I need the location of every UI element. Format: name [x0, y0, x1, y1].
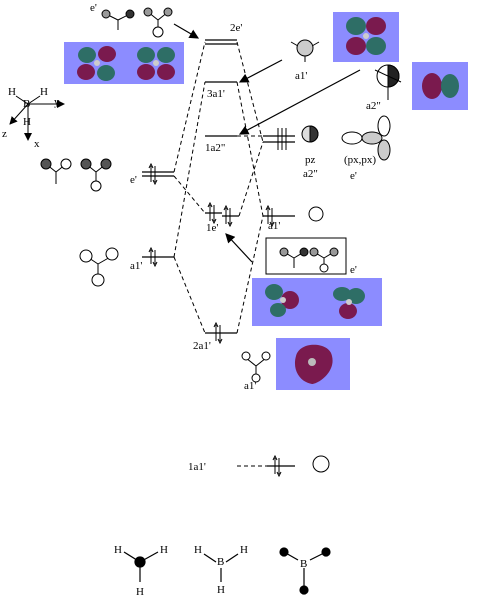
e-prime-orbital-sketch-2: [143, 7, 173, 38]
h3-h-1: H: [114, 544, 122, 556]
pointer-arrows: [173, 23, 361, 263]
lobes-a1-low: [294, 344, 333, 384]
mo-label-2a1: 2a1': [193, 340, 211, 352]
lobes-2e-1: [77, 46, 116, 81]
boxed-e-prime-sketch-1: [279, 247, 309, 268]
mo-label-2e: 2e': [230, 22, 243, 34]
axis-label-x: x: [34, 138, 40, 150]
axis-label-y: y: [54, 96, 60, 108]
mo-label-3a1: 3a1': [207, 88, 225, 100]
h3-h-2: H: [160, 544, 168, 556]
axis-center-atom: B: [23, 98, 31, 110]
axis-h-1: H: [8, 86, 16, 98]
bh3-h-3: H: [217, 584, 225, 596]
lobes-e-1: [265, 284, 299, 317]
mo-render-panels: [64, 12, 468, 390]
coordinate-axes: [9, 95, 65, 141]
lobes-e-2: [333, 287, 365, 319]
right-label-e: e': [350, 170, 357, 182]
left-label-e: e': [130, 174, 137, 186]
s-orbital-sketch-top: [290, 39, 320, 62]
axis-h-3: H: [23, 116, 31, 128]
bottom-molecules: [123, 547, 331, 595]
lobes-top-right: [346, 17, 386, 55]
e-prime-fragment-sketch-1: [40, 158, 72, 184]
px-orbital-sketch: [341, 115, 391, 161]
bh-bond-2: [27, 95, 41, 105]
s-core-orbital-sketch: [312, 455, 330, 473]
right-label-a1-top: a1': [295, 70, 308, 82]
h3-molecule: [123, 551, 159, 582]
right-label-a1-low: a1': [244, 380, 257, 392]
left-label-a1: a1': [130, 260, 143, 272]
axis-h-2: H: [40, 86, 48, 98]
s-orbital-sketch: [308, 206, 324, 222]
correlation-lines: [173, 41, 267, 467]
right-label-pz: pz: [305, 154, 316, 166]
h3-h-3: H: [136, 586, 144, 598]
left-fragment-sketches: [40, 7, 173, 287]
bh-bond-1: [15, 95, 29, 105]
e-prime-orbital-sketch-1: [101, 9, 135, 30]
a1-prime-sketch-low: [241, 351, 271, 383]
mo-levels: [142, 39, 295, 467]
mo-label-1a1: 1a1': [188, 461, 206, 473]
axis-label-z: z: [2, 128, 7, 140]
mo-label-1e: 1e': [206, 222, 219, 234]
p-orbital-sketch-top: [374, 64, 402, 100]
mo-label-1a2: 1a2": [205, 142, 226, 154]
bh3-b: B: [217, 556, 225, 568]
electron-arrows: [148, 128, 287, 478]
bh3-h-1: H: [194, 544, 202, 556]
bh3-h-2: H: [240, 544, 248, 556]
b-skeleton-molecule: [279, 547, 331, 595]
lobes-2e-2: [137, 47, 175, 80]
left-label-e-top: e': [90, 2, 97, 14]
right-label-a2-top: a2": [366, 100, 381, 112]
right-label-e-box: e': [350, 264, 357, 276]
lobes-a2: [422, 73, 459, 99]
skeleton-b: B: [300, 558, 308, 570]
right-label-a1: a1': [268, 220, 281, 232]
bh3-molecule: [203, 553, 239, 582]
z-axis-arrow: [9, 103, 29, 125]
right-label-pxpy: (px,px): [344, 154, 377, 166]
e-prime-fragment-sketch-2: [80, 158, 112, 192]
boxed-e-prime-sketch-2: [309, 247, 339, 273]
right-label-a2: a2": [303, 168, 318, 180]
a1-prime-fragment-sketch: [79, 247, 119, 287]
pz-orbital-sketch: [301, 125, 319, 143]
right-fragment-sketches: [241, 39, 402, 473]
